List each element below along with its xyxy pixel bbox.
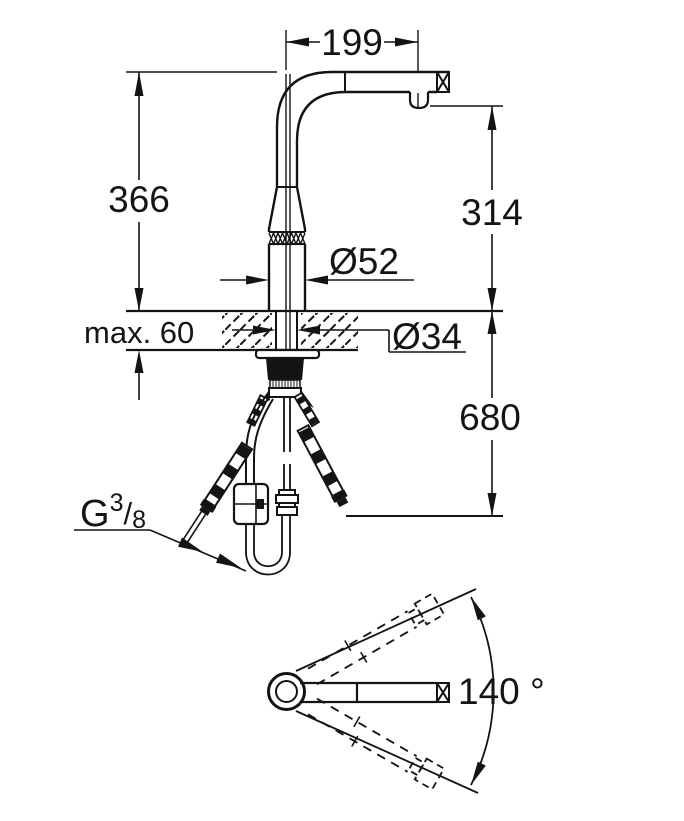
dimension-total-height: 366 xyxy=(108,71,277,311)
filter-box xyxy=(232,482,270,526)
trim-band xyxy=(268,231,306,246)
dimension-body-diameter: Ø52 xyxy=(220,241,414,285)
dim-label-deck-thickness: max. 60 xyxy=(84,315,194,350)
dim-label-total-height: 366 xyxy=(108,179,170,220)
dim-label-spout-reach: 199 xyxy=(321,22,383,63)
dim-label-body-diameter: Ø52 xyxy=(329,241,399,282)
dim-label-thread: G3/8 xyxy=(80,489,146,535)
dimension-hose-length: 680 xyxy=(459,311,521,516)
dimension-outlet-height: 314 xyxy=(430,105,523,311)
dimension-deck-thickness: max. 60 xyxy=(84,315,194,400)
shank xyxy=(275,311,298,350)
dim-label-hose-length: 680 xyxy=(459,397,521,438)
faucet-body xyxy=(267,70,450,397)
spout-plan xyxy=(300,681,450,704)
outlet-aerator xyxy=(408,92,430,110)
hose-connector xyxy=(275,489,299,516)
dim-label-hole-diameter: Ø34 xyxy=(392,316,462,357)
elevation-view: 199 366 314 max. 60 xyxy=(74,22,523,576)
faucet-base-ring xyxy=(267,672,306,711)
dim-label-swivel-angle: 140 ° xyxy=(458,671,545,712)
mounting-nut xyxy=(266,358,304,380)
hoses xyxy=(179,396,503,576)
supply-hose-left xyxy=(179,441,254,547)
dimension-thread: G3/8 xyxy=(74,489,247,572)
dimension-hole-diameter: Ø34 xyxy=(232,316,466,357)
mounting-bolt-right xyxy=(293,391,321,428)
dimensions: 199 366 314 max. 60 xyxy=(74,22,523,572)
swivel-angle-arc xyxy=(295,588,495,794)
plan-view: 140 ° xyxy=(267,588,545,794)
dimension-spout-reach: 199 xyxy=(285,22,419,107)
spray-head-end-cap xyxy=(436,71,450,93)
hose-u-bend xyxy=(245,551,291,576)
dim-label-outlet-height: 314 xyxy=(461,192,523,233)
supply-hose-right xyxy=(296,423,349,508)
swivel-position-lower xyxy=(307,697,446,791)
swivel-position-upper xyxy=(307,592,446,686)
